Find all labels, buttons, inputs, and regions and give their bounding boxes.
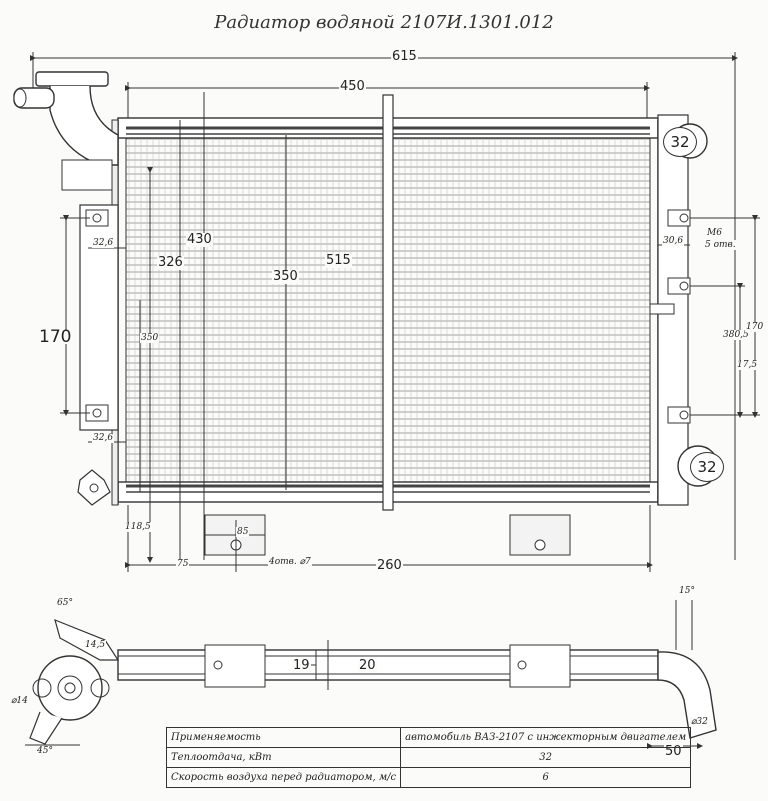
spec-table: Применяемость автомобиль ВАЗ-2107 с инже… (165, 727, 692, 788)
spec-label: Скорость воздуха перед радиатором, м/с (165, 767, 402, 788)
dim-32-6-a: 32,6 (92, 238, 115, 248)
dim-85: 85 (236, 527, 250, 537)
dim-615: 615 (391, 49, 418, 64)
side-left-tank (37, 655, 103, 721)
dim-65-deg: 65° (56, 598, 74, 608)
drawing-title: Радиатор водяной 2107И.1301.012 (214, 12, 554, 33)
dim-17-5: 17,5 (736, 360, 759, 370)
dim-45-deg: 45° (36, 746, 54, 756)
dim-14-dia: ⌀14 (10, 696, 29, 706)
spec-value: 32 (400, 747, 692, 768)
dim-4-holes: 4отв. ⌀7 (268, 557, 312, 567)
sensor-boss (649, 303, 675, 315)
side-right-hose (657, 651, 717, 739)
center-divider (382, 94, 394, 511)
dim-32-bottom: 32 (690, 452, 724, 482)
dim-20: 20 (358, 658, 377, 673)
dim-118-5: 118,5 (124, 522, 152, 532)
dim-32-top: 32 (663, 127, 697, 157)
dim-515: 515 (325, 253, 352, 268)
spec-row: Применяемость автомобиль ВАЗ-2107 с инже… (165, 727, 692, 748)
spec-row: Теплоотдача, кВт 32 (165, 747, 692, 768)
dim-170-right: 170 (745, 322, 765, 332)
dim-19: 19 (292, 658, 311, 673)
filler-neck (49, 85, 119, 166)
dim-m6-holes: 5 отв. (704, 240, 737, 250)
dim-30-6: 30,6 (662, 236, 685, 246)
dim-170: 170 (38, 327, 73, 347)
dim-75: 75 (176, 559, 190, 569)
dim-350-vertical: 350 (140, 333, 160, 343)
dim-450: 450 (339, 79, 366, 94)
spec-value: автомобиль ВАЗ-2107 с инжекторным двигат… (400, 727, 692, 748)
dim-326: 326 (157, 255, 184, 270)
spec-value: 6 (400, 767, 692, 788)
dim-260: 260 (376, 558, 403, 573)
spec-label: Применяемость (165, 727, 402, 748)
filler-cap (35, 71, 109, 87)
dim-380-5: 380,5 (722, 330, 750, 340)
dim-32-dia: ⌀32 (690, 717, 709, 727)
dim-350: 350 (272, 269, 299, 284)
dim-32-6-b: 32,6 (92, 433, 115, 443)
dim-430: 430 (186, 232, 213, 247)
dim-15-deg: 15° (678, 586, 696, 596)
drain-plug (77, 469, 111, 506)
spec-row: Скорость воздуха перед радиатором, м/с 6 (165, 767, 692, 788)
dim-14-5: 14,5 (84, 640, 107, 650)
spec-label: Теплоотдача, кВт (165, 747, 402, 768)
dim-m6: M6 (706, 228, 723, 238)
side-view-core (117, 649, 659, 681)
